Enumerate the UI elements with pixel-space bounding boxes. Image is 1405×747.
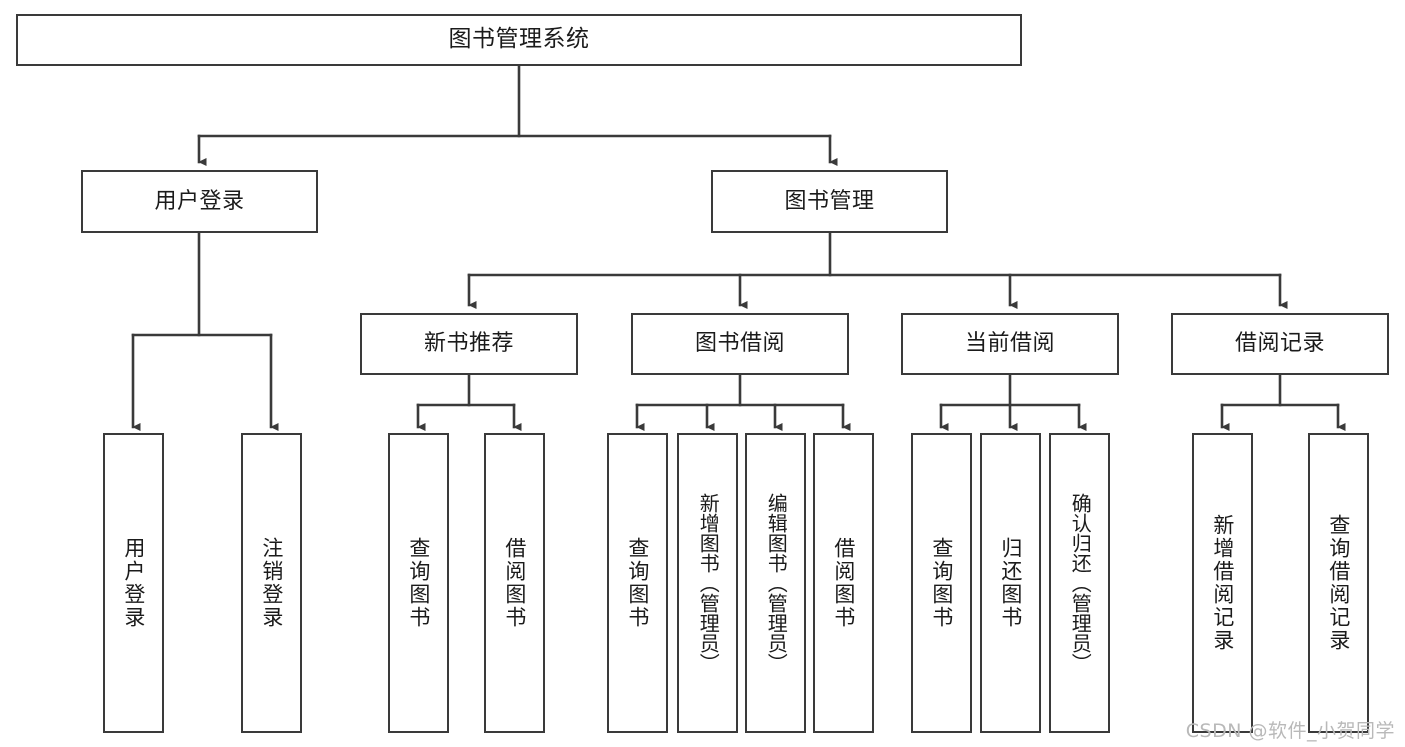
node-label: 查询图书 bbox=[625, 537, 650, 629]
node-label: 确认归还（管理员） bbox=[1068, 493, 1093, 673]
leaf-book-borrow-edit-book-admin[interactable]: 编辑图书（管理员） bbox=[745, 433, 806, 733]
node-label: 查询借阅记录 bbox=[1326, 514, 1351, 652]
node-user-login[interactable]: 用户登录 bbox=[81, 170, 318, 233]
node-new-book-recommendation[interactable]: 新书推荐 bbox=[360, 313, 578, 375]
node-label: 当前借阅 bbox=[964, 331, 1055, 357]
node-label: 借阅记录 bbox=[1234, 331, 1325, 357]
node-label: 归还图书 bbox=[998, 537, 1023, 629]
node-label: 查询图书 bbox=[406, 537, 431, 629]
leaf-current-borrow-return-book[interactable]: 归还图书 bbox=[980, 433, 1041, 733]
leaf-book-borrow-borrow-book[interactable]: 借阅图书 bbox=[813, 433, 874, 733]
node-book-borrowing[interactable]: 图书借阅 bbox=[631, 313, 849, 375]
node-label: 注销登录 bbox=[259, 537, 284, 629]
node-root-book-management-system[interactable]: 图书管理系统 bbox=[16, 14, 1022, 66]
leaf-book-borrow-query-book[interactable]: 查询图书 bbox=[607, 433, 668, 733]
node-book-management[interactable]: 图书管理 bbox=[711, 170, 948, 233]
leaf-new-book-query-book[interactable]: 查询图书 bbox=[388, 433, 449, 733]
leaf-borrow-record-query-record[interactable]: 查询借阅记录 bbox=[1308, 433, 1369, 733]
leaf-user-login-login[interactable]: 用户登录 bbox=[103, 433, 164, 733]
node-current-borrowing[interactable]: 当前借阅 bbox=[901, 313, 1119, 375]
leaf-current-borrow-confirm-return-admin[interactable]: 确认归还（管理员） bbox=[1049, 433, 1110, 733]
leaf-book-borrow-add-book-admin[interactable]: 新增图书（管理员） bbox=[677, 433, 738, 733]
node-label: 新书推荐 bbox=[423, 331, 514, 357]
node-label: 图书借阅 bbox=[694, 331, 785, 357]
node-label: 新增借阅记录 bbox=[1210, 514, 1235, 652]
leaf-current-borrow-query-book[interactable]: 查询图书 bbox=[911, 433, 972, 733]
csdn-watermark: CSDN @软件_小贺同学 bbox=[1185, 720, 1395, 742]
node-label: 用户登录 bbox=[154, 188, 245, 214]
node-label: 图书管理 bbox=[784, 188, 875, 214]
node-label: 图书管理系统 bbox=[448, 26, 590, 53]
node-label: 查询图书 bbox=[929, 537, 954, 629]
leaf-new-book-borrow-book[interactable]: 借阅图书 bbox=[484, 433, 545, 733]
node-label: 编辑图书（管理员） bbox=[764, 493, 789, 673]
node-label: 借阅图书 bbox=[502, 537, 527, 629]
leaf-user-login-logout[interactable]: 注销登录 bbox=[241, 433, 302, 733]
node-label: 借阅图书 bbox=[831, 537, 856, 629]
node-label: 新增图书（管理员） bbox=[696, 493, 721, 673]
node-borrowing-record[interactable]: 借阅记录 bbox=[1171, 313, 1389, 375]
node-label: 用户登录 bbox=[121, 537, 146, 629]
leaf-borrow-record-add-record[interactable]: 新增借阅记录 bbox=[1192, 433, 1253, 733]
